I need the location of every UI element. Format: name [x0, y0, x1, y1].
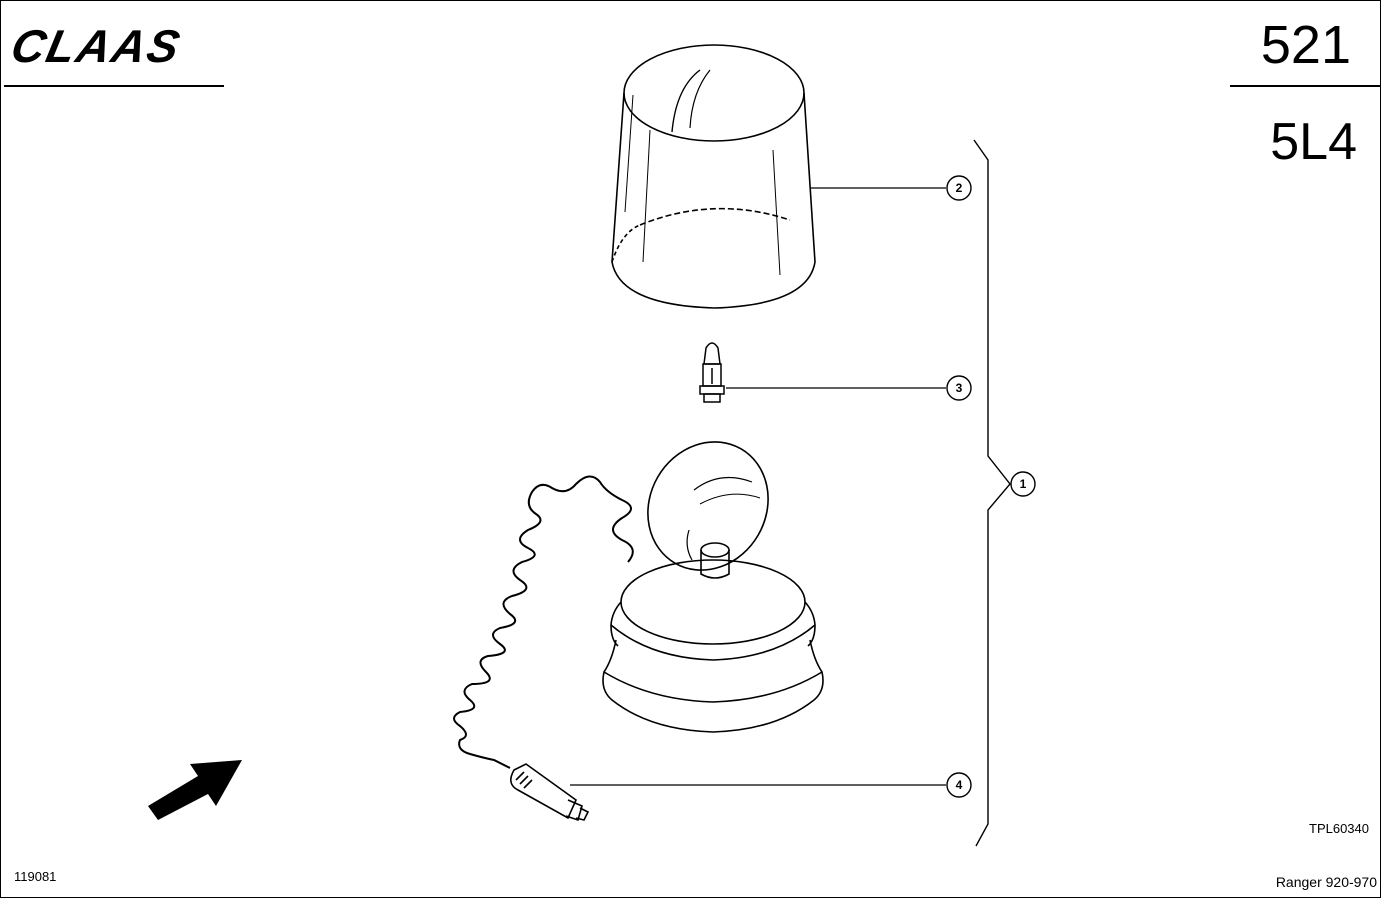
drawing-id: TPL60340 — [1309, 821, 1369, 836]
page-number: 521 — [1260, 15, 1351, 75]
section-code: 5L4 — [1270, 113, 1357, 171]
callout-2: 2 — [946, 175, 972, 201]
coiled-cable — [453, 475, 634, 769]
dome-lens — [611, 44, 816, 309]
svg-text:4: 4 — [956, 778, 963, 792]
cigarette-plug — [510, 763, 590, 822]
bulb — [699, 342, 725, 403]
svg-text:1: 1 — [1020, 477, 1027, 491]
document-number: 119081 — [14, 869, 57, 884]
direction-arrow-icon — [148, 760, 242, 820]
callout-1: 1 — [1010, 471, 1036, 497]
callout-4: 4 — [946, 772, 972, 798]
claas-logo: CLAAS — [7, 20, 186, 71]
model-range: Ranger 920-970 — [1275, 874, 1377, 890]
callout-3: 3 — [946, 375, 972, 401]
claas-logo-text: CLAAS — [7, 20, 186, 71]
svg-text:2: 2 — [956, 181, 963, 195]
svg-text:3: 3 — [956, 381, 963, 395]
leader-lines — [570, 187, 946, 786]
beacon-base — [602, 441, 824, 733]
assembly-bracket — [973, 139, 1011, 847]
